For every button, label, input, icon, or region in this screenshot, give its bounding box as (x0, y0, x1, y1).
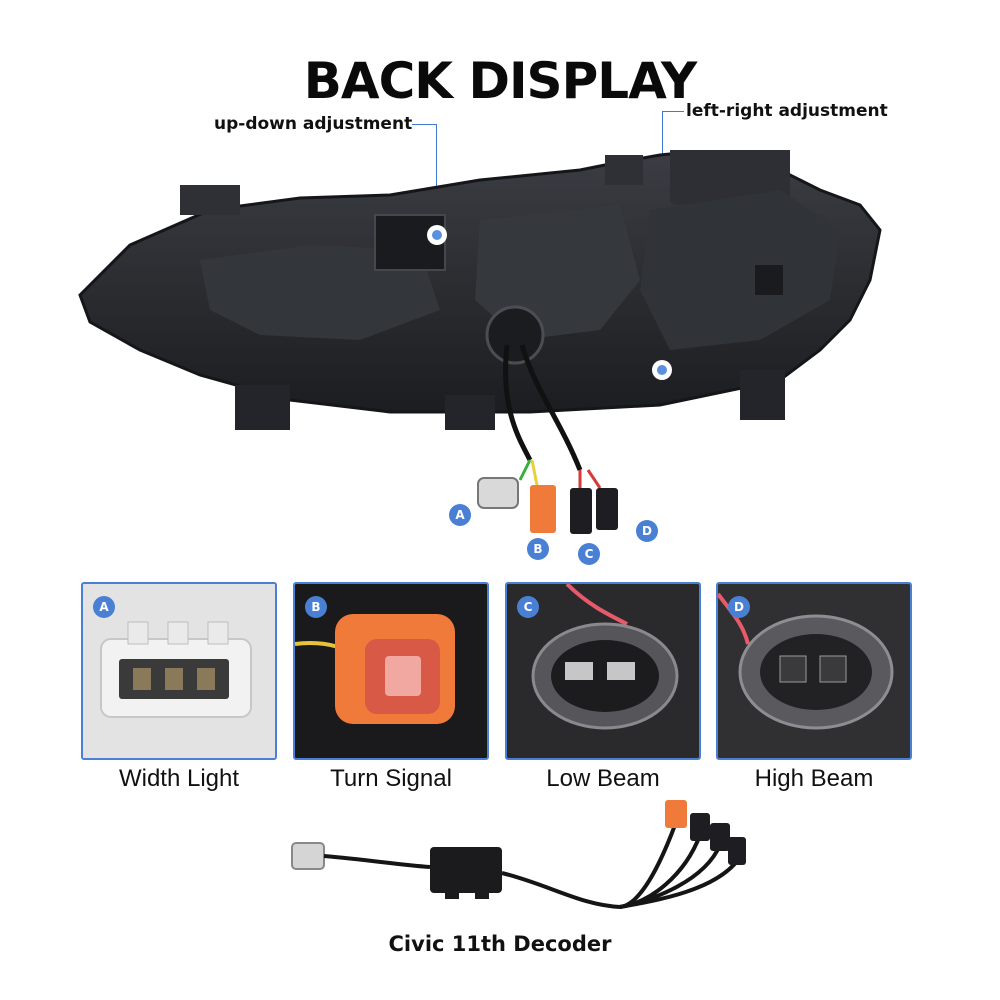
connector-c-badge: C (578, 543, 600, 565)
caption-turn-signal: Turn Signal (330, 765, 452, 792)
up-down-leader-h (412, 124, 436, 125)
panel-b-badge: B (305, 596, 327, 618)
connector-b-badge: B (527, 538, 549, 560)
panel-d-badge: D (728, 596, 750, 618)
turn-signal-connector-image (295, 584, 487, 758)
decoder-caption: Civic 11th Decoder (388, 932, 612, 956)
width-light-connector-image (83, 584, 275, 758)
connector-panel-high-beam: D (716, 582, 912, 760)
low-beam-connector-image (507, 584, 699, 758)
connector-panel-low-beam: C (505, 582, 701, 760)
page-title: BACK DISPLAY (303, 52, 697, 110)
high-beam-connector-image (718, 584, 910, 758)
panel-a-badge: A (93, 596, 115, 618)
connector-a-badge: A (449, 504, 471, 526)
decoder-harness-image (291, 800, 746, 909)
connector-d-badge: D (636, 520, 658, 542)
caption-width-light: Width Light (118, 765, 240, 792)
up-down-leader-v (436, 124, 437, 228)
left-right-leader-h (662, 111, 684, 112)
connector-panel-turn-signal: B (293, 582, 489, 760)
headlight-back-image (78, 150, 882, 534)
caption-low-beam: Low Beam (546, 765, 660, 792)
left-right-adjustment-label: left-right adjustment (686, 101, 888, 121)
up-down-adjustment-label: up-down adjustment (214, 114, 413, 134)
panel-c-badge: C (517, 596, 539, 618)
caption-high-beam: High Beam (754, 765, 874, 792)
connector-panel-width-light: A (81, 582, 277, 760)
